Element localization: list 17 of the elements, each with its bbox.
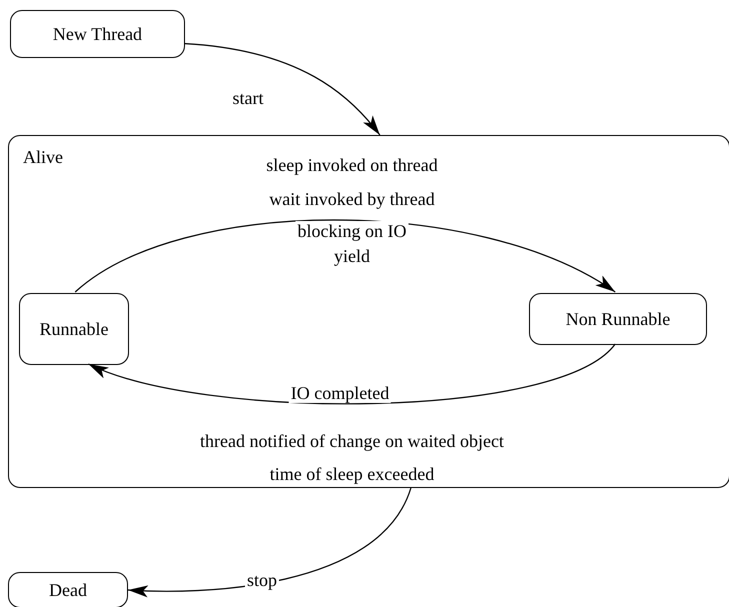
state-label: New Thread [52,22,142,46]
container-heading: Alive [23,146,63,169]
edge-label: time of sleep exceeded [268,464,436,484]
edge-label: thread notified of change on waited object [198,431,506,451]
transition-arrow [74,219,616,293]
transition-arrow [88,344,616,404]
state-box [529,293,707,345]
transition-arrow [184,43,380,136]
transition-arrow [128,488,412,597]
edge-label: blocking on IO [296,221,408,241]
state-label: Runnable [40,318,108,340]
state-label: Dead [49,578,87,602]
state-box [19,293,129,365]
state-container [8,135,729,488]
state-box [10,10,185,58]
state-box [8,572,128,607]
state-label: Non Runnable [566,308,670,330]
